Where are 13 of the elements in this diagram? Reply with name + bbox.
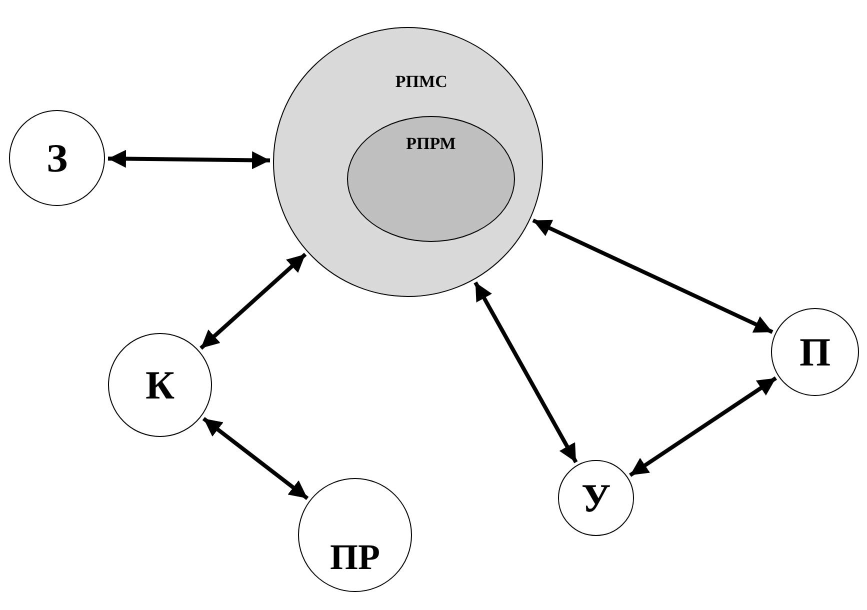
double-arrow <box>532 218 774 334</box>
double-arrow <box>202 416 309 500</box>
double-arrow <box>108 150 270 170</box>
double-arrow <box>200 252 307 350</box>
node-label: РПМС <box>395 72 448 92</box>
node-label: К <box>146 362 174 408</box>
node-label: У <box>581 474 611 522</box>
node-label: З <box>46 134 68 182</box>
double-arrow <box>474 281 578 464</box>
node-label: П <box>799 328 831 376</box>
node-label: ПР <box>330 536 380 578</box>
double-arrow <box>629 376 777 477</box>
node-label: РПРМ <box>406 134 456 154</box>
